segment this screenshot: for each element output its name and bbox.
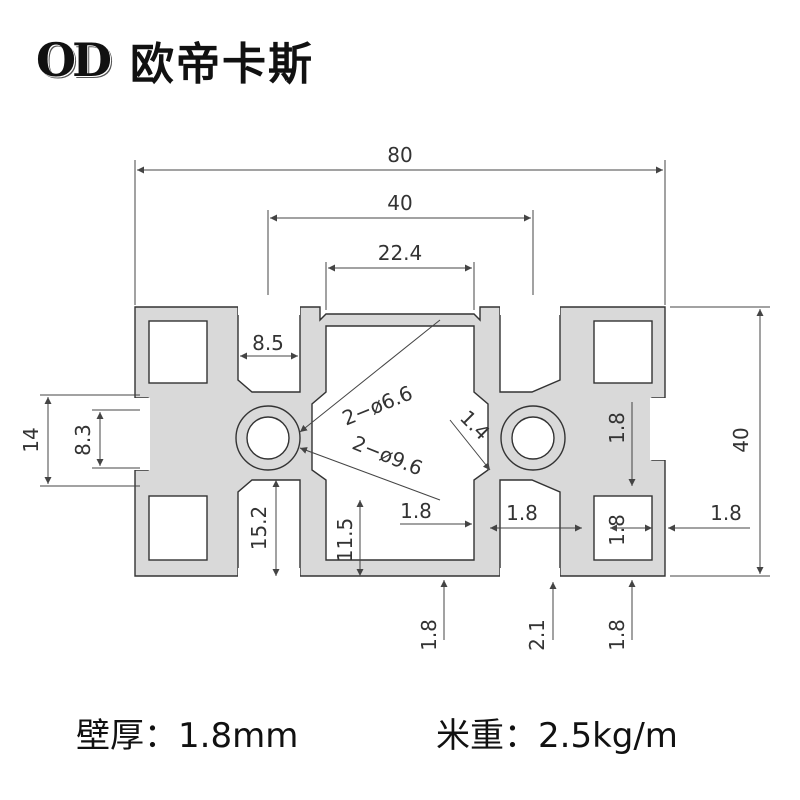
dim-bottom-mid: 2.1 — [525, 619, 549, 651]
slot-bottom-left — [238, 568, 300, 578]
dim-slot-pitch: 40 — [387, 191, 412, 215]
bore-left — [246, 416, 290, 460]
slot-right — [650, 398, 668, 460]
dim-rib-2: 1.8 — [506, 501, 538, 525]
dim-overall-height: 40 — [729, 427, 753, 452]
weight-spec: 米重：2.5kg/m — [436, 716, 678, 756]
dim-slot-width: 8.5 — [252, 331, 284, 355]
chamber-top-left — [148, 320, 208, 384]
wall-thickness-spec: 壁厚：1.8mm — [76, 716, 299, 756]
dim-inner-height: 11.5 — [333, 518, 357, 563]
dim-bottom-right: 1.8 — [605, 619, 629, 651]
cores — [235, 405, 566, 471]
chamber-bottom-left — [148, 495, 208, 561]
slot-left — [132, 398, 150, 470]
dim-overall-width: 80 — [387, 143, 412, 167]
brand-header: OD 欧帝卡斯 — [36, 28, 314, 92]
dim-right-upper: 1.8 — [710, 501, 742, 525]
dim-slot-depth: 14 — [19, 427, 43, 452]
slot-top-right — [500, 305, 560, 315]
slot-top-left — [238, 305, 300, 315]
dim-bottom-left: 1.8 — [417, 619, 441, 651]
bore-right — [511, 416, 555, 460]
dim-rib-1: 1.8 — [400, 499, 432, 523]
dimension-lines — [40, 160, 770, 640]
dim-wall-right: 1.8 — [605, 412, 629, 444]
brand-name: 欧帝卡斯 — [129, 39, 314, 90]
dim-inner-opening: 22.4 — [378, 241, 423, 265]
dim-slot-gap: 8.3 — [71, 424, 95, 456]
chamber-top-right — [593, 320, 653, 384]
slot-bottom-right — [500, 568, 560, 578]
dim-core-height: 15.2 — [247, 506, 271, 551]
dim-rib-lower-right: 1.8 — [605, 514, 629, 546]
brand-logo: OD — [36, 33, 112, 87]
chamber-center — [311, 325, 489, 561]
